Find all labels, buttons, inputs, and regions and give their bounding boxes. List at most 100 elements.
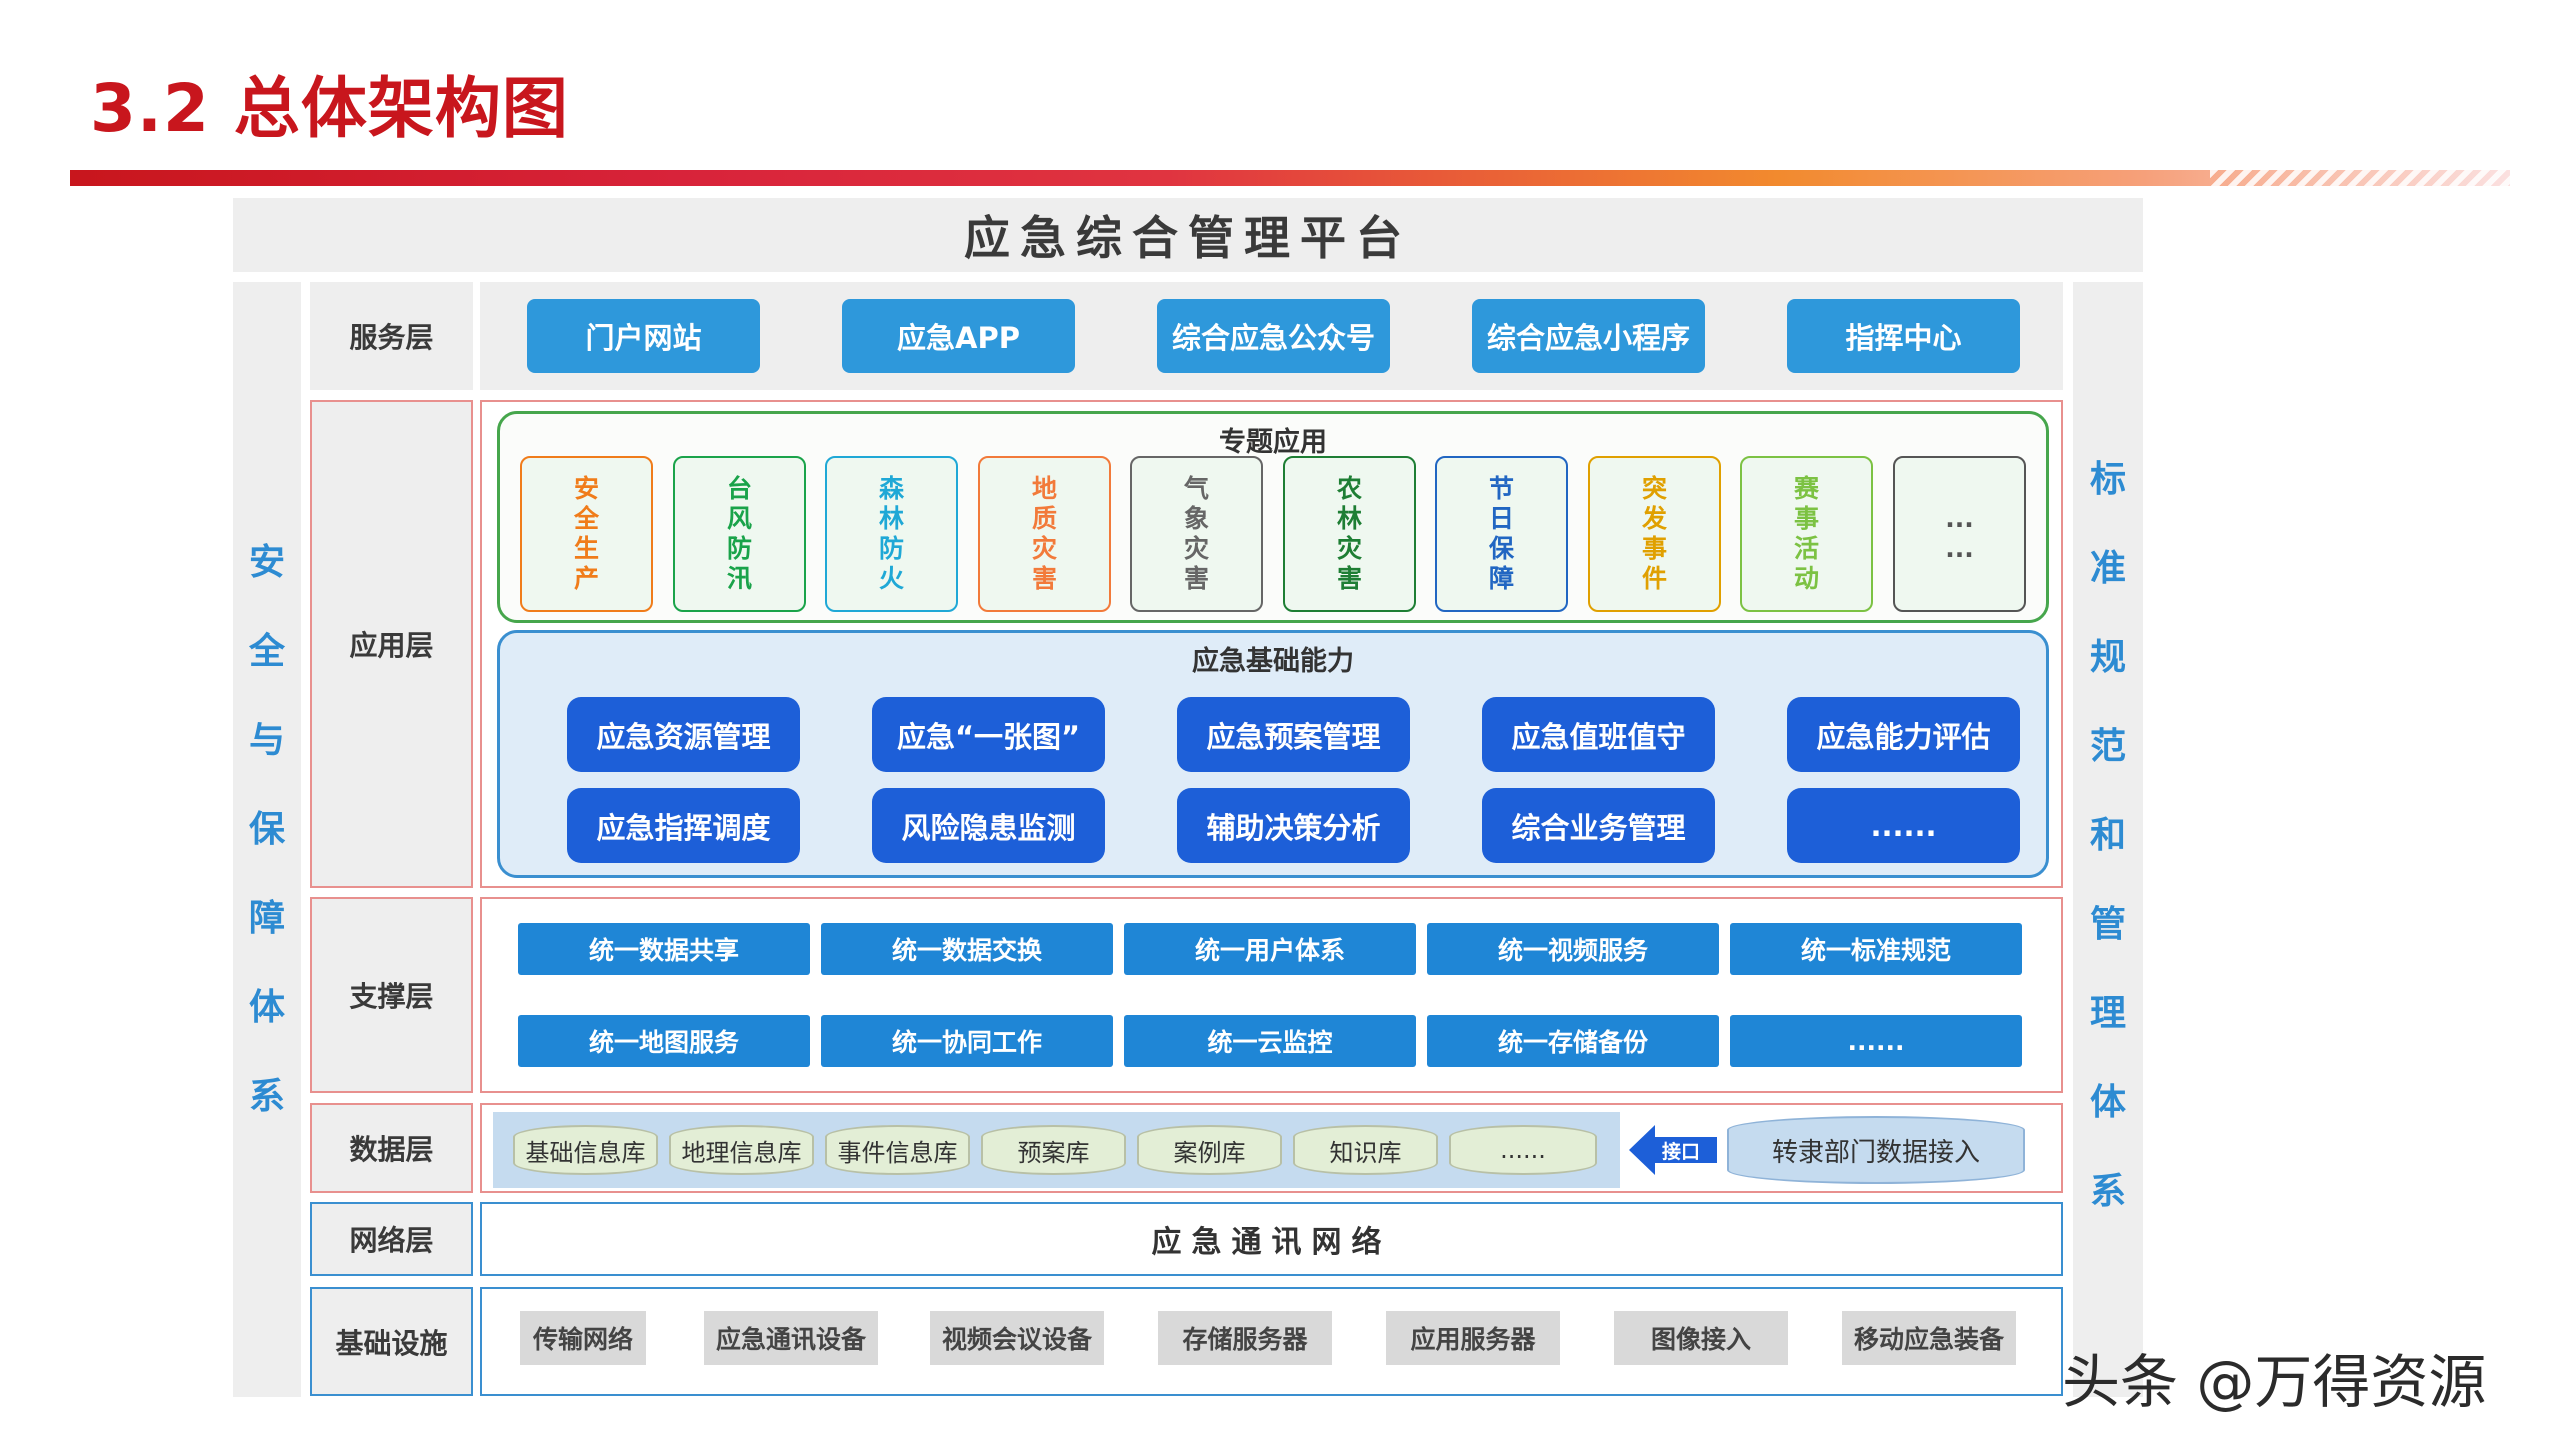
topic-application-tile[interactable]: 农林灾害 xyxy=(1283,456,1416,612)
more-db: ...... xyxy=(1449,1125,1597,1175)
network-layer-content: 应急通讯网络 xyxy=(480,1202,2063,1276)
topic-application-tile[interactable]: 森林防火 xyxy=(825,456,958,612)
topic-application-tile[interactable]: 台风防汛 xyxy=(673,456,806,612)
topic-char: 全 xyxy=(573,504,599,533)
topic-char: 象 xyxy=(1183,504,1209,533)
topic-char: 林 xyxy=(1336,504,1362,533)
service-command-center-button[interactable]: 指挥中心 xyxy=(1787,299,2020,373)
geo-info-db: 地理信息库 xyxy=(669,1125,814,1175)
storage-backup-button[interactable]: 统一存储备份 xyxy=(1427,1015,1719,1067)
standards-char: 准 xyxy=(2089,548,2126,589)
topic-char: 质 xyxy=(1031,504,1057,533)
topic-char: 台 xyxy=(726,474,752,503)
security-char: 全 xyxy=(248,631,285,672)
topic-application-tile[interactable]: ...... xyxy=(1893,456,2026,612)
event-info-db: 事件信息库 xyxy=(825,1125,970,1175)
topic-label: 安全生产 xyxy=(574,474,599,594)
data-sharing-button[interactable]: 统一数据共享 xyxy=(518,923,810,975)
topic-char: 产 xyxy=(573,564,599,593)
topic-char: 障 xyxy=(1488,564,1514,593)
security-char: 与 xyxy=(248,720,285,761)
topic-char: 林 xyxy=(878,504,904,533)
external-data-access: 转隶部门数据接入 xyxy=(1727,1116,2025,1184)
topic-label: 农林灾害 xyxy=(1337,474,1362,594)
standards-char: 管 xyxy=(2089,904,2126,945)
collaboration-button[interactable]: 统一协同工作 xyxy=(821,1015,1113,1067)
topic-char: 地 xyxy=(1031,474,1057,503)
cloud-monitor-button[interactable]: 统一云监控 xyxy=(1124,1015,1416,1067)
standards-service-button[interactable]: 统一标准规范 xyxy=(1730,923,2022,975)
standards-system-panel: 标 准 规 范 和 管 理 体 系 xyxy=(2073,282,2143,1397)
comm-equipment-item: 应急通讯设备 xyxy=(704,1311,878,1365)
plan-db: 预案库 xyxy=(981,1125,1126,1175)
security-char: 系 xyxy=(248,1076,285,1117)
topic-application-tile[interactable]: 赛事活动 xyxy=(1740,456,1873,612)
resource-management-button[interactable]: 应急资源管理 xyxy=(567,697,800,772)
title-decoration-bar xyxy=(70,170,2510,186)
interface-label: 接口 xyxy=(1661,1140,1700,1163)
topic-char: 发 xyxy=(1641,504,1667,533)
topic-application-tile[interactable]: 气象灾害 xyxy=(1130,456,1263,612)
service-app-button[interactable]: 应急APP xyxy=(842,299,1075,373)
topic-label: ...... xyxy=(1945,504,1974,564)
standards-char: 系 xyxy=(2089,1171,2126,1212)
topic-char: 害 xyxy=(1336,564,1362,593)
topic-char: 突 xyxy=(1641,474,1667,503)
topic-char: 火 xyxy=(878,564,904,593)
topic-char: 风 xyxy=(726,504,752,533)
application-layer-content: 专题应用 安全生产台风防汛森林防火地质灾害气象灾害农林灾害节日保障突发事件赛事活… xyxy=(480,400,2063,888)
topic-char: ... xyxy=(1945,504,1974,533)
security-char: 体 xyxy=(248,987,285,1028)
topic-label: 森林防火 xyxy=(879,474,904,594)
risk-monitoring-button[interactable]: 风险隐患监测 xyxy=(872,788,1105,863)
command-dispatch-button[interactable]: 应急指挥调度 xyxy=(567,788,800,863)
topic-char: 安 xyxy=(573,474,599,503)
video-service-button[interactable]: 统一视频服务 xyxy=(1427,923,1719,975)
topic-char: 害 xyxy=(1183,564,1209,593)
video-conference-item: 视频会议设备 xyxy=(930,1311,1104,1365)
topic-char: 防 xyxy=(726,534,752,563)
service-official-account-button[interactable]: 综合应急公众号 xyxy=(1157,299,1390,373)
map-service-button[interactable]: 统一地图服务 xyxy=(518,1015,810,1067)
topic-char: 保 xyxy=(1488,534,1514,563)
infrastructure-layer-label: 基础设施 xyxy=(310,1287,473,1396)
one-map-button[interactable]: 应急“一张图” xyxy=(872,697,1105,772)
service-layer-label: 服务层 xyxy=(310,282,473,390)
topic-char: 森 xyxy=(878,474,904,503)
topic-application-tile[interactable]: 地质灾害 xyxy=(978,456,1111,612)
security-system-panel: 安 全 与 保 障 体 系 xyxy=(233,282,301,1397)
topic-label: 地质灾害 xyxy=(1032,474,1057,594)
topic-application-tile[interactable]: 突发事件 xyxy=(1588,456,1721,612)
basic-capabilities-title: 应急基础能力 xyxy=(1192,646,1354,677)
standards-char: 范 xyxy=(2089,726,2126,767)
security-char: 保 xyxy=(248,809,285,850)
topic-label: 突发事件 xyxy=(1642,474,1667,594)
user-system-button[interactable]: 统一用户体系 xyxy=(1124,923,1416,975)
topic-char: 气 xyxy=(1183,474,1209,503)
interface-arrow-icon: 接口 xyxy=(1629,1125,1717,1175)
business-management-button[interactable]: 综合业务管理 xyxy=(1482,788,1715,863)
plan-management-button[interactable]: 应急预案管理 xyxy=(1177,697,1410,772)
standards-char: 和 xyxy=(2089,815,2126,856)
topic-application-tile[interactable]: 节日保障 xyxy=(1435,456,1568,612)
service-portal-button[interactable]: 门户网站 xyxy=(527,299,760,373)
infrastructure-layer-content: 传输网络 应急通讯设备 视频会议设备 存储服务器 应用服务器 图像接入 移动应急… xyxy=(480,1287,2063,1396)
data-layer-label: 数据层 xyxy=(310,1103,473,1193)
more-support-button[interactable]: ...... xyxy=(1730,1015,2022,1067)
topic-label: 台风防汛 xyxy=(727,474,752,594)
data-exchange-button[interactable]: 统一数据交换 xyxy=(821,923,1113,975)
service-mini-program-button[interactable]: 综合应急小程序 xyxy=(1472,299,1705,373)
more-capabilities-button[interactable]: ...... xyxy=(1787,788,2020,863)
support-layer-label: 支撑层 xyxy=(310,897,473,1093)
basic-info-db: 基础信息库 xyxy=(513,1125,658,1175)
topic-char: 农 xyxy=(1336,474,1362,503)
decision-support-button[interactable]: 辅助决策分析 xyxy=(1177,788,1410,863)
app-server-item: 应用服务器 xyxy=(1386,1311,1560,1365)
security-char: 安 xyxy=(248,542,285,583)
slide-title: 3.2 总体架构图 xyxy=(90,70,569,147)
security-char: 障 xyxy=(248,898,285,939)
topic-application-tile[interactable]: 安全生产 xyxy=(520,456,653,612)
topic-char: 生 xyxy=(573,534,599,563)
duty-watch-button[interactable]: 应急值班值守 xyxy=(1482,697,1715,772)
capability-assessment-button[interactable]: 应急能力评估 xyxy=(1787,697,2020,772)
